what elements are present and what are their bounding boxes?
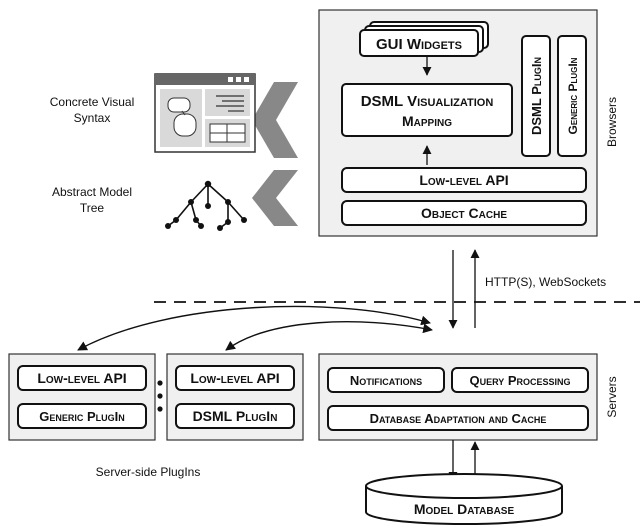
gui-widgets-stack: GUI Widgets xyxy=(359,21,489,57)
protocol-label: HTTP(S), WebSockets xyxy=(485,275,606,289)
object-cache-box: Object Cache xyxy=(341,200,587,226)
arrow-dsml-plugin-server xyxy=(225,321,433,351)
plugin2-dsml-plugin-label: DSML PlugIn xyxy=(193,408,278,424)
plugin2-low-level-api-label: Low-level API xyxy=(190,370,279,386)
browser-dsml-plugin-box: DSML PlugIn xyxy=(521,35,551,157)
query-processing-label: Query Processing xyxy=(469,373,570,388)
concrete-syntax-window-icon xyxy=(154,73,256,153)
object-cache-label: Object Cache xyxy=(421,205,507,221)
chevron-abstract-icon xyxy=(252,170,298,226)
plugin1-low-level-api-label: Low-level API xyxy=(37,370,126,386)
abstract-model-tree-line2: Tree xyxy=(80,201,105,215)
arrow-generic-plugin-server xyxy=(77,305,431,351)
gui-widgets-label: GUI Widgets xyxy=(376,36,462,53)
servers-side-label: Servers xyxy=(605,376,619,417)
abstract-model-tree-icon xyxy=(165,180,247,231)
dsml-viz-line1: DSML Visualization xyxy=(361,93,494,110)
model-database-label: Model Database xyxy=(414,501,515,517)
browser-low-level-api-box: Low-level API xyxy=(341,167,587,193)
browser-low-level-api-label: Low-level API xyxy=(419,172,508,188)
query-processing-box: Query Processing xyxy=(451,367,589,393)
chevron-concrete-icon xyxy=(252,82,298,158)
plugin1-low-level-api-box: Low-level API xyxy=(17,365,147,391)
server-side-plugins-caption: Server-side PlugIns xyxy=(96,465,201,479)
browser-generic-plugin-label: Generic PlugIn xyxy=(566,57,580,134)
plugin1-generic-plugin-label: Generic PlugIn xyxy=(39,409,125,424)
browser-generic-plugin-box: Generic PlugIn xyxy=(557,35,587,157)
plugin2-dsml-plugin-box: DSML PlugIn xyxy=(175,403,295,429)
dsml-visualization-mapping-box: DSML Visualization Mapping xyxy=(341,83,513,137)
concrete-visual-syntax-line1: Concrete Visual xyxy=(50,95,135,109)
notifications-box: Notifications xyxy=(327,367,445,393)
notifications-label: Notifications xyxy=(350,373,422,388)
abstract-model-tree-line1: Abstract Model xyxy=(52,185,132,199)
concrete-visual-syntax-line2: Syntax xyxy=(74,111,111,125)
dsml-viz-line2: Mapping xyxy=(402,113,452,129)
database-adaptation-box: Database Adaptation and Cache xyxy=(327,405,589,431)
plugin1-generic-plugin-box: Generic PlugIn xyxy=(17,403,147,429)
browsers-side-label: Browsers xyxy=(605,97,619,147)
database-adaptation-label: Database Adaptation and Cache xyxy=(370,411,547,426)
plugin-ellipsis-icon xyxy=(157,380,163,412)
browser-dsml-plugin-label: DSML PlugIn xyxy=(529,57,544,135)
model-database-cylinder: Model Database xyxy=(365,473,563,525)
plugin2-low-level-api-box: Low-level API xyxy=(175,365,295,391)
